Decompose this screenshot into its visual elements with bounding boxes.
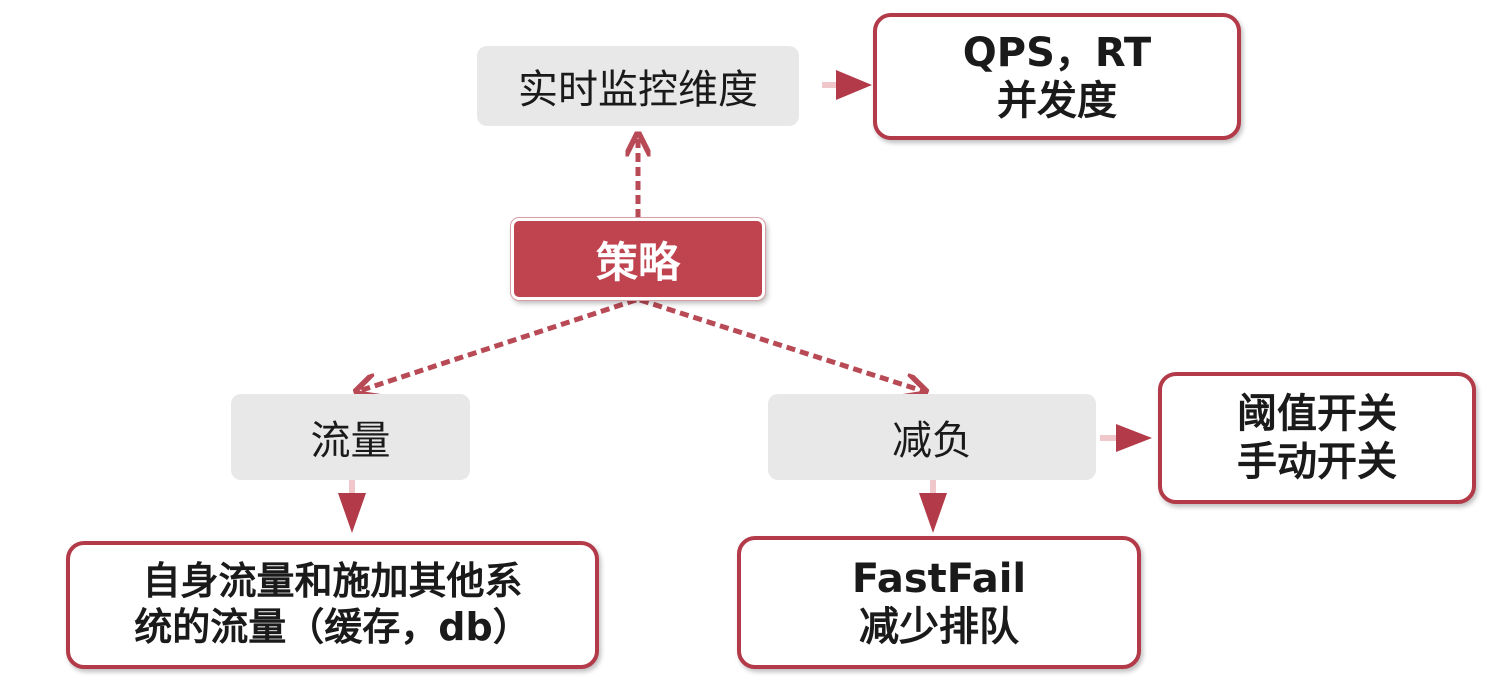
switch-detail-box: 阈值开关 手动开关 xyxy=(1158,372,1476,504)
traffic-detail-line2: 统的流量（缓存，db） xyxy=(134,605,531,649)
traffic-detail-line1: 自身流量和施加其他系 xyxy=(142,559,523,604)
reduce-label: 减负 xyxy=(892,418,972,464)
link-center-to-traffic xyxy=(356,297,637,392)
switch-detail-line2: 手动开关 xyxy=(1237,439,1397,485)
monitor-node: 实时监控维度 xyxy=(477,46,799,126)
monitor-detail-line2: 并发度 xyxy=(997,77,1117,124)
switch-detail-line1: 阈值开关 xyxy=(1237,391,1397,437)
link-center-to-reduce xyxy=(639,297,926,392)
strategy-node: 策略 xyxy=(511,218,765,300)
link-reduce-to-switch xyxy=(1100,424,1152,452)
link-monitor-to-detail xyxy=(822,70,872,100)
fastfail-detail-line1: FastFail xyxy=(851,555,1027,602)
strategy-label: 策略 xyxy=(595,237,680,287)
fastfail-detail-line2: 减少排队 xyxy=(859,603,1019,650)
link-reduce-to-fastfail xyxy=(919,480,947,533)
monitor-label: 实时监控维度 xyxy=(518,67,758,113)
traffic-detail-box: 自身流量和施加其他系 统的流量（缓存，db） xyxy=(66,541,599,669)
monitor-detail-box: QPS，RT 并发度 xyxy=(873,13,1241,140)
monitor-detail-line1: QPS，RT xyxy=(962,29,1152,76)
link-traffic-to-detail xyxy=(338,480,366,533)
fastfail-detail-box: FastFail 减少排队 xyxy=(737,536,1141,669)
traffic-label: 流量 xyxy=(310,418,391,464)
reduce-node: 减负 xyxy=(768,394,1096,480)
traffic-node: 流量 xyxy=(231,394,470,480)
